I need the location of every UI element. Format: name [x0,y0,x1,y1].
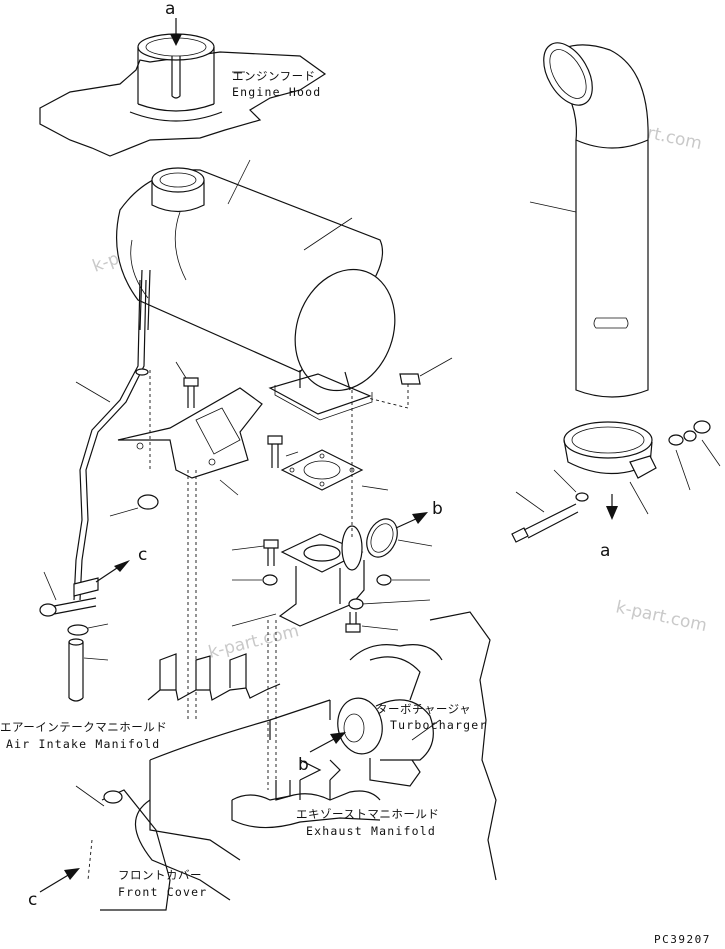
engine-block [134,611,497,901]
nut [137,494,159,510]
exhaust-en: Exhaust Manifold [306,824,436,838]
ref-c-front: c [28,890,37,910]
bolt [183,377,199,408]
bolt [263,539,279,566]
engine-hood-en: Engine Hood [232,85,321,99]
muffler-bracket [117,387,263,479]
nut [376,574,392,586]
turbocharger [337,656,434,787]
ref-b-gasket: b [432,499,443,519]
front-cover-jp: フロントカバー [118,868,202,882]
washer [67,624,89,636]
exhaust-tail-pipe [543,42,649,398]
clamp-bolt [511,503,579,543]
muffler [115,167,396,421]
pipe-clamp [563,421,657,479]
ref-a-top: a [165,0,175,19]
watermark: k-part.com [206,621,301,663]
nut [693,420,711,434]
arrow-icon [114,560,130,572]
arrow-down-icon [170,34,182,46]
engine-hood [39,33,327,157]
exhaust-manifold [231,759,381,829]
front-cover [87,789,171,911]
spacer-tube [68,638,84,702]
washer [668,434,684,446]
arrow-down-icon [606,506,618,520]
washer [348,598,364,610]
air-intake-manifold [147,653,331,861]
washer [262,574,278,586]
engine-hood-jp: エンジンフード [232,69,316,83]
drawing-code: PC39207 [654,933,711,946]
ref-b-turbo: b [298,755,309,775]
nut [683,430,697,442]
turbo-jp: ターボチャージャ [376,702,471,716]
ref-c-bracket: c [138,545,147,565]
clip-bracket [39,577,99,617]
arrow-icon [64,868,80,880]
turbo-en: Turbocharger [390,718,487,732]
arrow-icon [330,732,346,744]
air-intake-jp: エアーインテークマニホールド [0,720,167,734]
bolt [345,612,361,633]
watermark: k-part.com [614,597,709,636]
gasket-ring [366,518,398,558]
bolt [267,435,283,468]
front-cover-en: Front Cover [118,885,207,899]
arrow-icon [412,512,428,524]
nut [399,373,421,385]
support-rod [73,279,149,601]
air-intake-en: Air Intake Manifold [6,737,160,751]
gasket [280,449,364,491]
exhaust-jp: エキゾーストマニホールド [296,807,439,821]
exhaust-elbow [278,525,365,627]
ref-a-clamp: a [600,541,610,561]
washer [575,492,589,502]
